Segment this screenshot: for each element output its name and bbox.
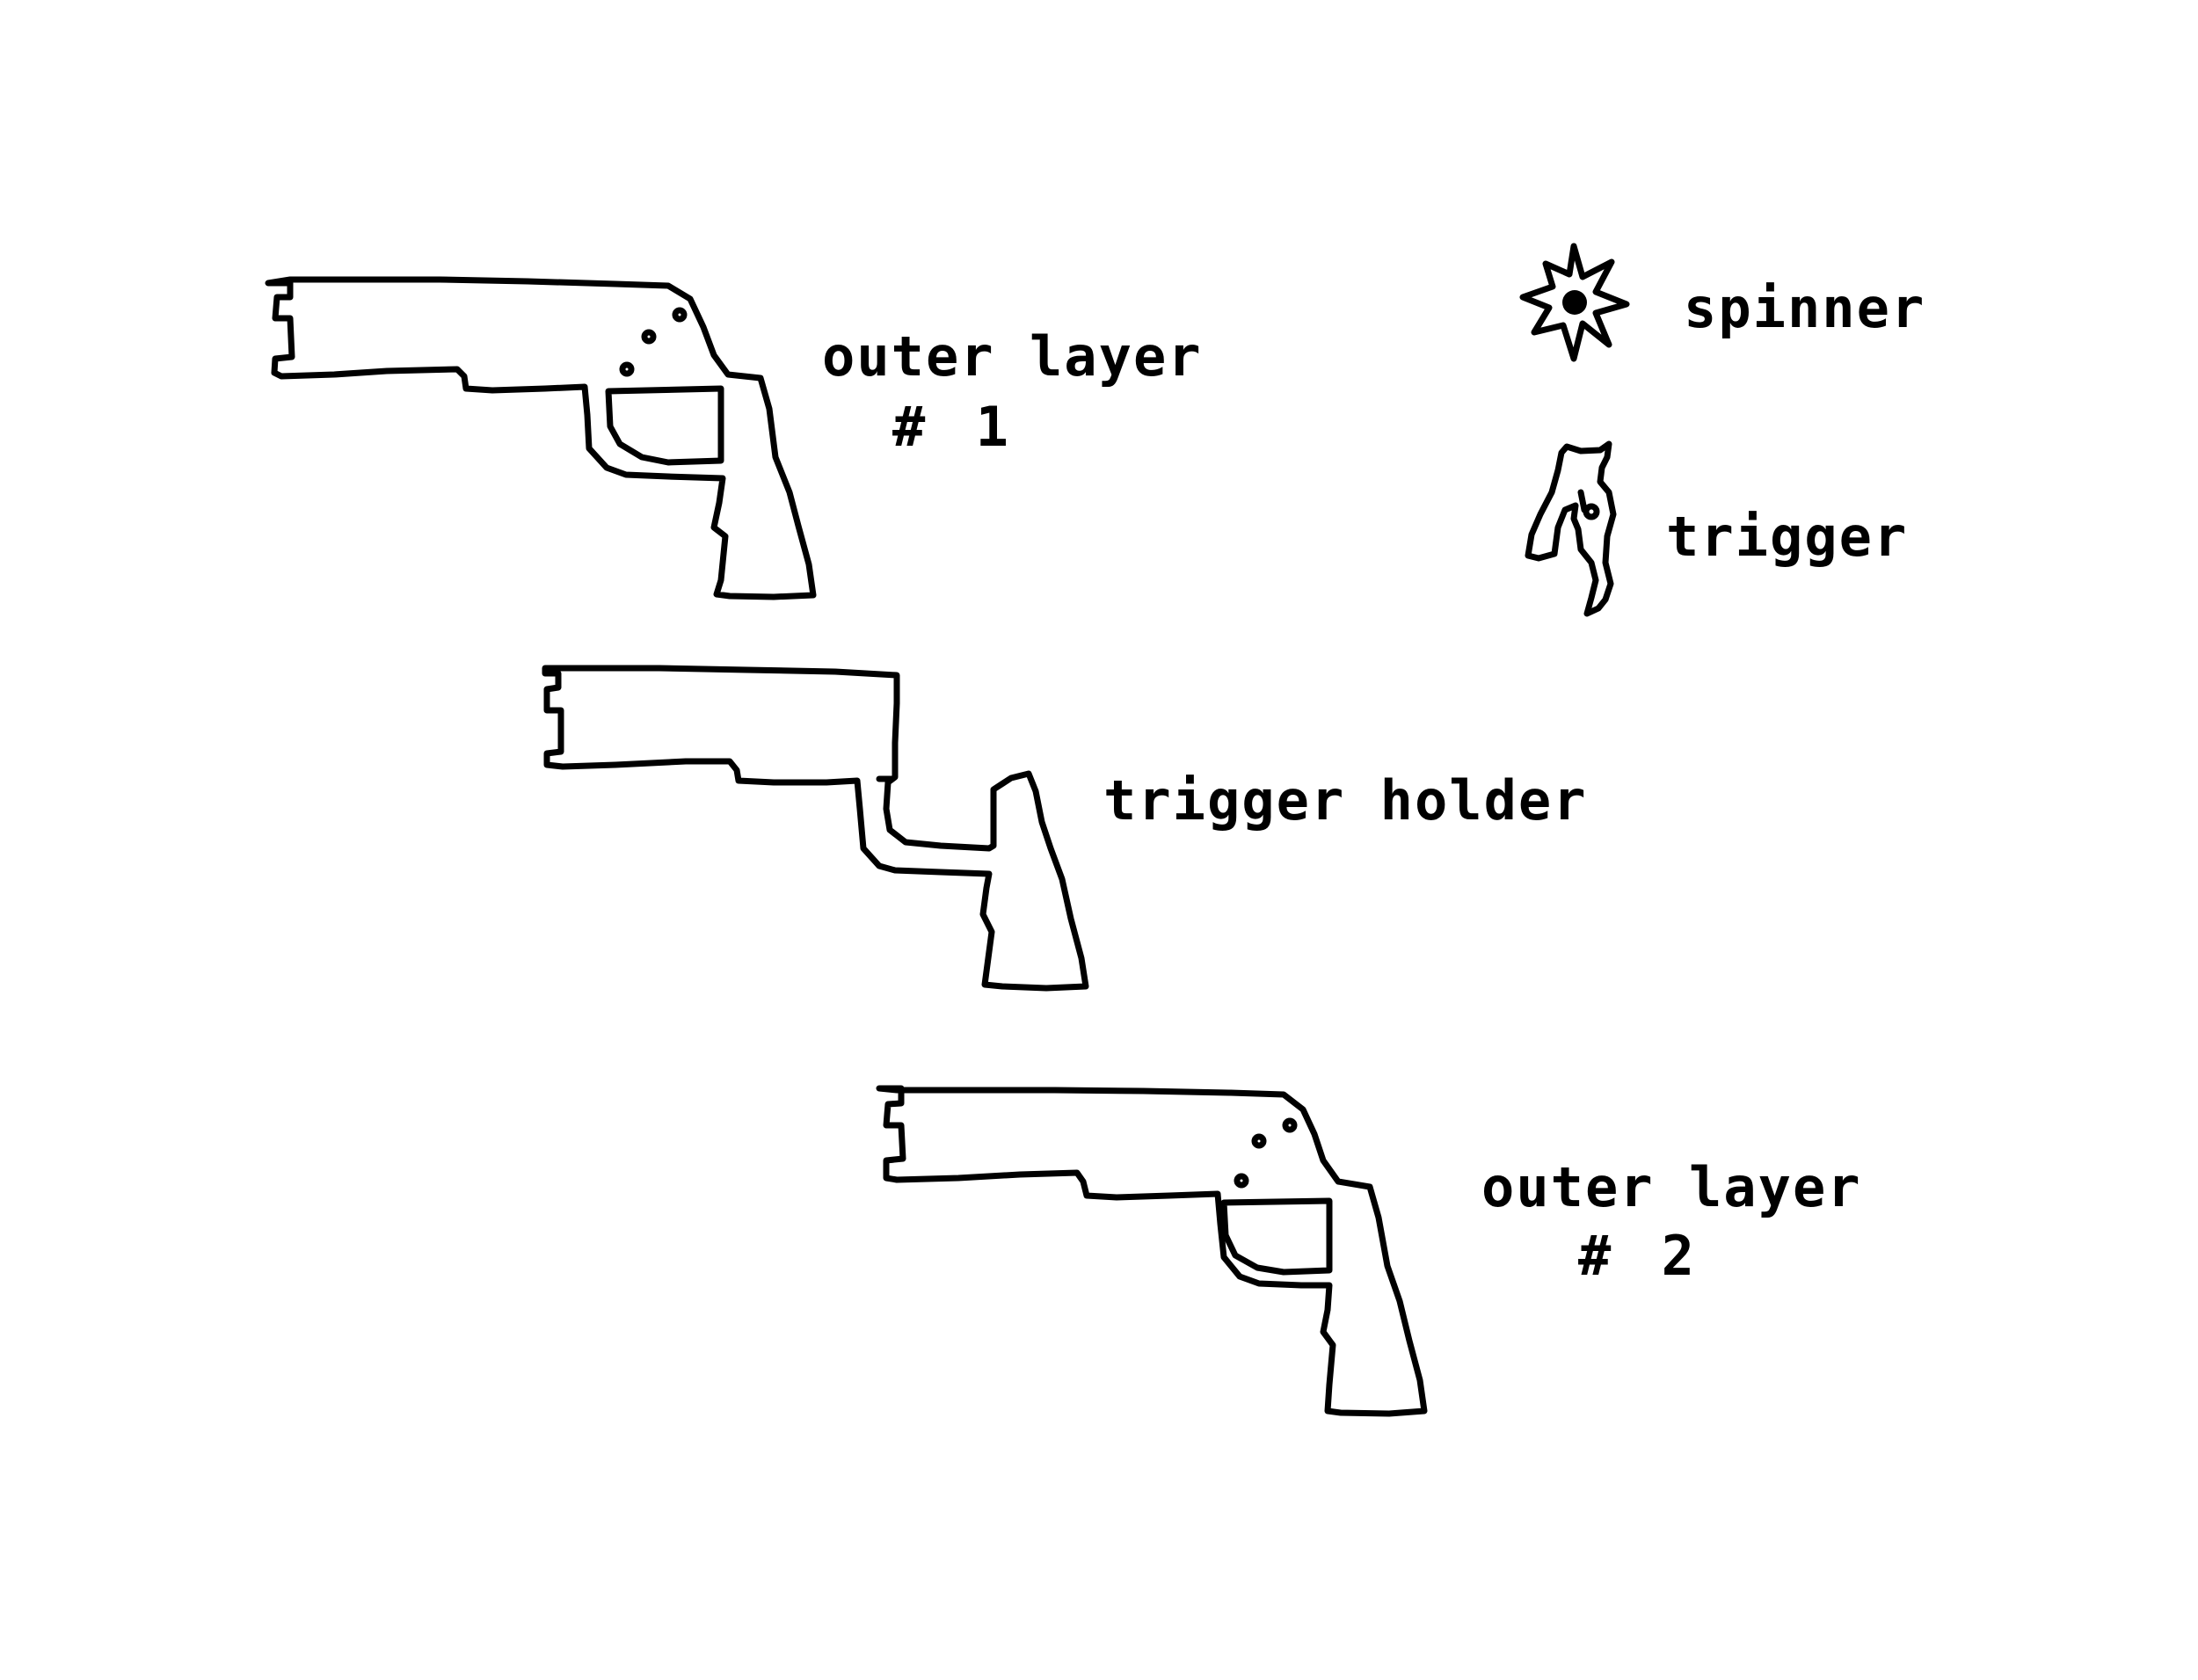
trigger-holder-gun: [542, 665, 1089, 992]
trigger-icon: [1525, 440, 1617, 617]
outer-layer-1-label: outer layer: [822, 324, 1203, 389]
outer-layer-2-number: # 2: [1578, 1224, 1703, 1288]
spinner-icon: [1519, 243, 1630, 362]
outer-layer-2-label: outer layer: [1481, 1155, 1862, 1219]
outer-layer-1-gun: [265, 276, 817, 600]
trigger-holder-label: trigger holder: [1103, 768, 1588, 833]
trigger-label: trigger: [1666, 505, 1909, 569]
spinner-label: spinner: [1684, 276, 1926, 340]
outer-layer-2-gun: [876, 1085, 1428, 1417]
outer-layer-1-number: # 1: [892, 395, 1017, 459]
